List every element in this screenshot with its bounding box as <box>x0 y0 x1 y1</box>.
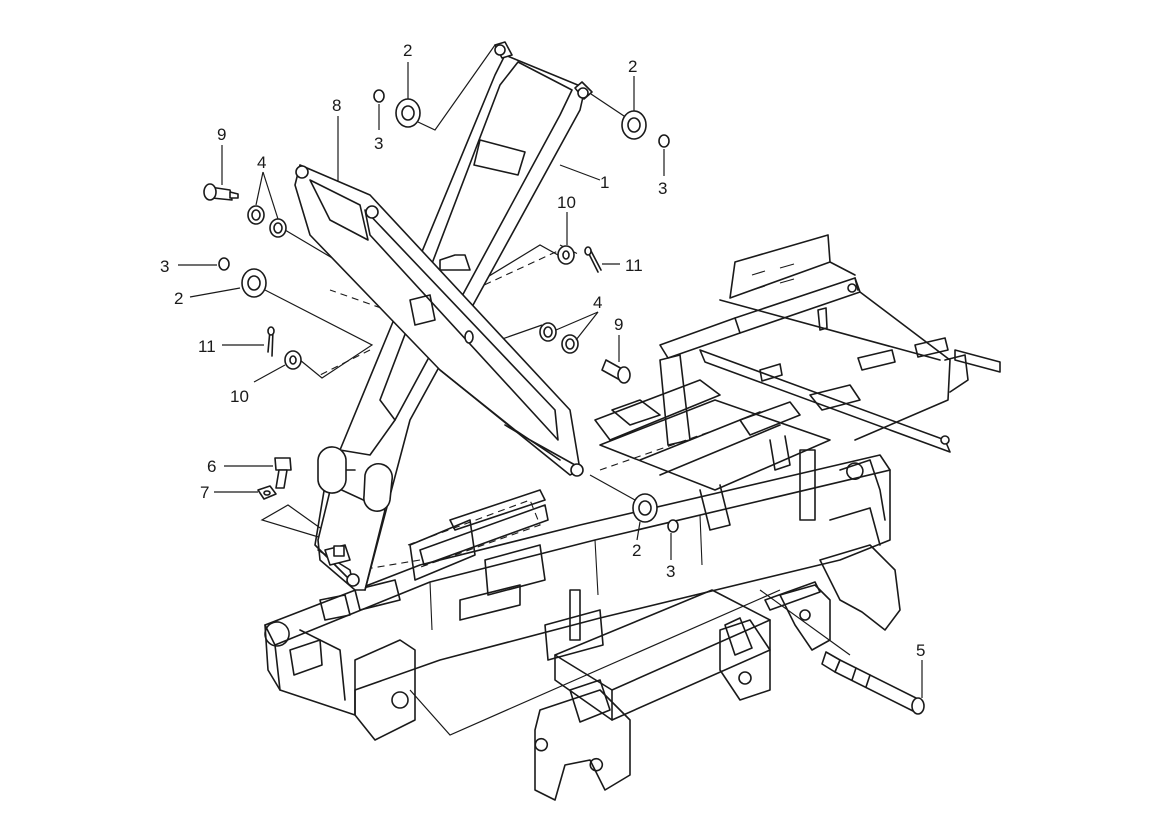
callout-5: 5 <box>916 641 925 660</box>
callout-leaders <box>178 62 923 698</box>
callout-2-top-left: 2 <box>403 41 412 60</box>
callout-11-right: 11 <box>625 256 643 275</box>
front-crossbeam <box>534 581 821 801</box>
callout-3-top-right: 3 <box>658 179 667 198</box>
callout-9-right: 9 <box>614 315 623 334</box>
callout-4-left: 4 <box>257 153 266 172</box>
callout-3-bottom: 3 <box>666 562 675 581</box>
callout-10-right: 10 <box>557 193 576 212</box>
callout-3-left: 3 <box>160 257 169 276</box>
callout-2-top-right: 2 <box>628 57 637 76</box>
callout-9-left: 9 <box>217 125 226 144</box>
callout-labels: 1 2 2 2 2 3 3 3 3 4 4 5 6 7 8 9 9 10 10 … <box>160 41 925 660</box>
slide-rails <box>594 354 831 531</box>
rear-frame <box>659 234 1001 453</box>
callout-3-top-left: 3 <box>374 134 383 153</box>
callout-1: 1 <box>600 173 609 192</box>
hardware <box>203 89 925 715</box>
callout-7: 7 <box>200 483 209 502</box>
callout-8: 8 <box>332 96 341 115</box>
callout-2-left: 2 <box>174 289 183 308</box>
callout-10-left: 10 <box>230 387 249 406</box>
main-frame <box>264 449 901 741</box>
callout-11-left: 11 <box>198 337 216 356</box>
callout-4-right: 4 <box>593 293 602 312</box>
callout-6: 6 <box>207 457 216 476</box>
scissor-arm-8 <box>294 164 584 477</box>
callout-2-bottom: 2 <box>632 541 641 560</box>
